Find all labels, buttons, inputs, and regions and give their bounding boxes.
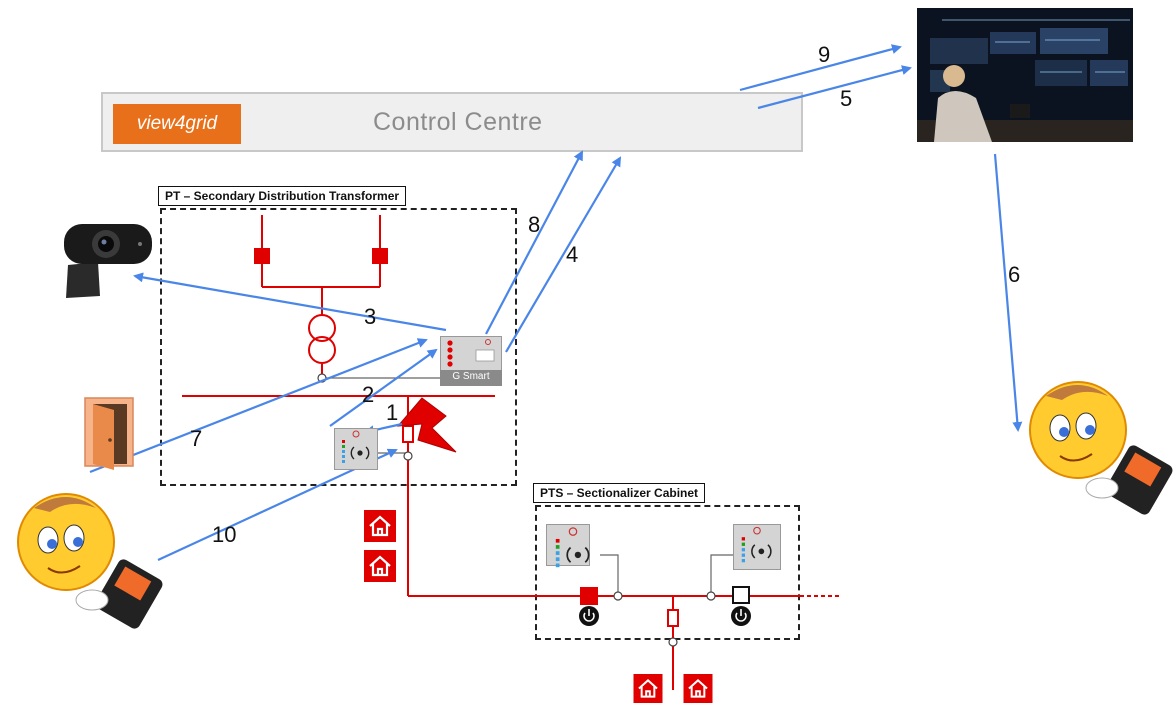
pts-label: PTS – Sectionalizer Cabinet [533,483,706,503]
gsmart-label-band [440,370,502,386]
pts-sensor-face-right [741,526,772,563]
field-technician-right-icon [1029,381,1173,515]
step-label-3: 3 [364,304,377,329]
house-icon [364,510,396,542]
sensor-points [317,373,716,647]
control-centre-title: Control Centre [373,108,543,136]
step-label-2: 2 [362,382,375,407]
view4grid-logo: view4grid [113,104,241,144]
door-icon [84,397,134,470]
house-icon [364,550,396,582]
breaker-left [254,248,270,264]
breaker-right [372,248,388,264]
transformer-symbol [308,314,336,364]
pt-enclosure [160,208,517,486]
feeder-sensor-face [342,430,370,463]
step-label-7: 7 [190,426,203,451]
step-label-4: 4 [566,242,579,267]
house-icon [683,674,713,703]
gsmart-face [447,339,495,367]
pts-enclosure [535,505,800,640]
breaker-pts-open [732,586,750,604]
fuse-pts [667,609,679,627]
lightning-fault-icon [396,397,457,453]
fuse-feeder [402,425,414,443]
feeder-sensor-device [334,428,378,470]
webcam-icon [64,224,152,298]
breaker-pts-closed [580,587,598,605]
step-label-9: 9 [818,42,831,67]
power-lines [182,215,800,690]
power-button-2 [731,606,751,626]
field-technician-left-icon [17,493,163,629]
pt-label: PT – Secondary Distribution Transformer [158,186,407,206]
pts-sensor-device-right [733,524,781,570]
step-label-10: 10 [212,522,237,547]
step-label-6: 6 [1008,262,1021,287]
step-label-8: 8 [528,212,541,237]
communication-arrows [89,44,1023,561]
operator-room-photo [917,8,1133,142]
step-label-1: 1 [386,400,399,425]
power-button-1 [579,606,599,626]
step-label-5: 5 [840,86,853,111]
gsmart-label: G Smart [452,371,490,382]
pts-sensor-face-left [555,527,590,568]
house-icon [633,674,663,703]
